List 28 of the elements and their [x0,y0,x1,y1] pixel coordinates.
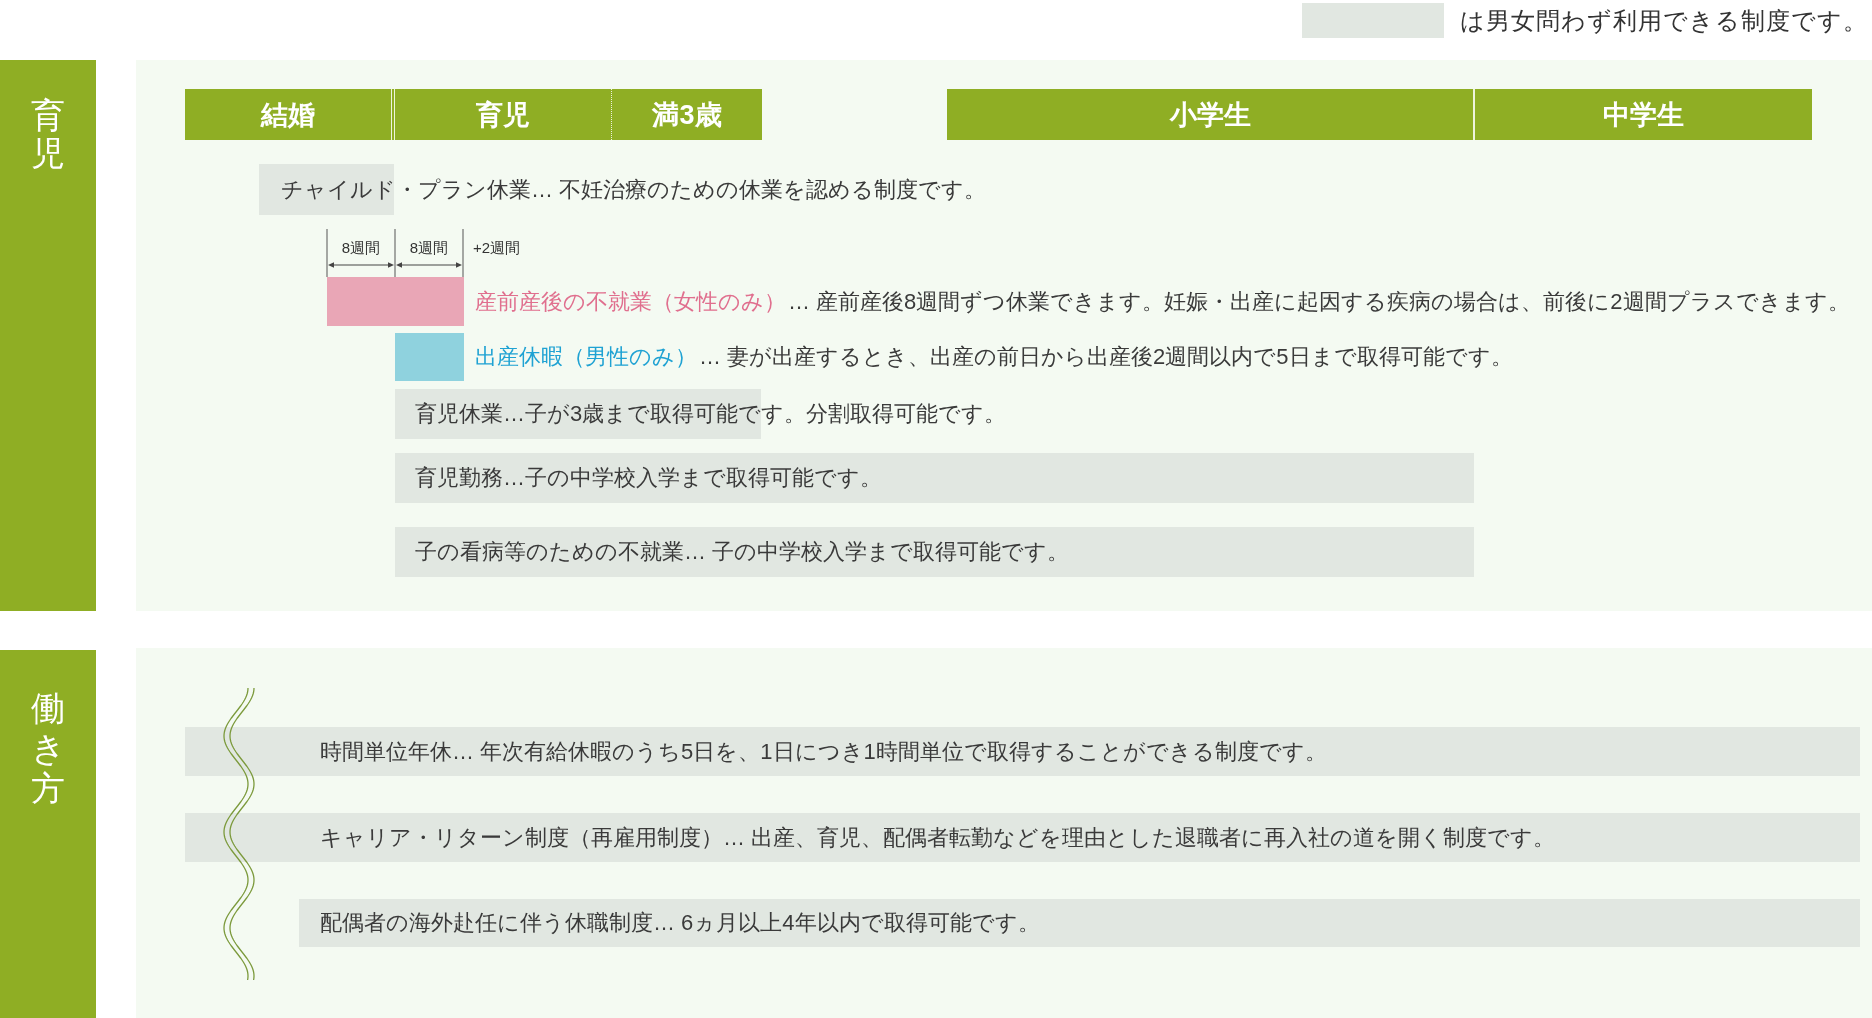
stage-header: 満3歳 [611,89,762,140]
legend-text: は男女問わず利用できる制度です。 [1460,5,1868,36]
policy-text: キャリア・リターン制度（再雇用制度）… 出産、育児、配偶者転勤などを理由とした退職者に再入社の道を開く制度です。 [320,823,1556,852]
section-label: 育児 [31,96,65,172]
section-label: 働き方 [31,688,65,808]
policy-bar [185,813,1860,862]
policy-text: 育児休業…子が3歳まで取得可能です。分割取得可能です。 [415,400,1007,428]
stage-header: 結婚 [185,89,391,140]
policy-text: 育児勤務…子の中学校入学まで取得可能です。 [415,464,882,492]
policy-text: 子の看病等のための不就業… 子の中学校入学まで取得可能です。 [415,538,1070,566]
policy-text: 配偶者の海外赴任に伴う休職制度… 6ヵ月以上4年以内で取得可能です。 [320,909,1040,937]
stage-header: 小学生 [947,89,1473,140]
policy-text: チャイルド・プラン休業… 不妊治療のための休業を認める制度です。 [281,175,987,204]
dimension-label: +2週間 [473,238,521,258]
stage-header: 中学生 [1473,89,1812,140]
policy-text: 時間単位年休… 年次有給休暇のうち5日を、1日につき1時間単位で取得することができる制度です。 [320,737,1327,766]
dimension-label: 8週間 [409,238,449,258]
policy-title: 産前産後の不就業（女性のみ） [475,287,786,316]
section-band [0,60,96,611]
stage-header: 育児 [391,89,611,140]
policy-text: … 産前産後8週間ずつ休業できます。妊娠・出産に起因する疾病の場合は、前後に2週間プラスできます。 [788,287,1850,316]
policy-bar [185,727,1860,776]
policy-title: 出産休暇（男性のみ） [475,343,697,371]
period-bar [395,333,464,381]
period-bar [327,277,464,326]
policy-text: … 妻が出産するとき、出産の前日から出産後2週間以内で5日まで取得可能です。 [699,343,1513,371]
dimension-label: 8週間 [341,238,381,258]
section-band [0,650,96,1018]
